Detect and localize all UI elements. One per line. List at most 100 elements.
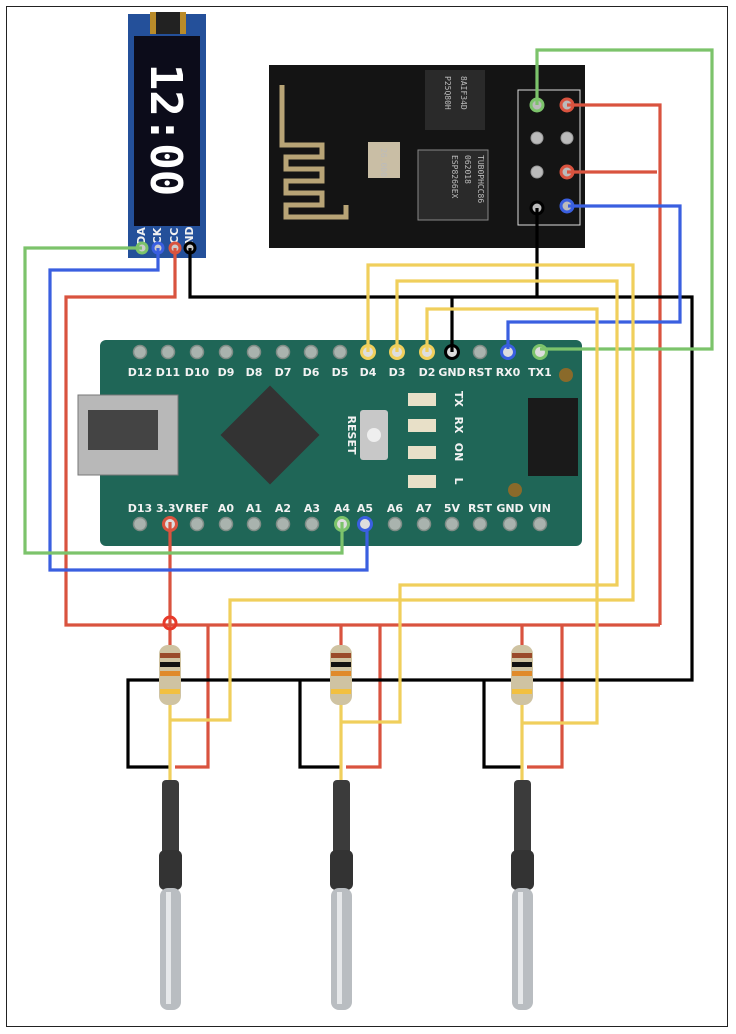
pin-top-d8[interactable]	[246, 344, 262, 360]
pin-label: D6	[303, 366, 320, 379]
diagram-frame	[6, 6, 728, 1027]
resistor-band	[331, 662, 351, 667]
soc-label-2: 062018	[463, 155, 472, 184]
pin-top-d12[interactable]	[132, 344, 148, 360]
led-rx	[408, 419, 436, 432]
pin-label: D12	[128, 366, 152, 379]
pin-label: GND	[438, 366, 465, 379]
pin-label: RX0	[496, 366, 521, 379]
pin-label: A4	[334, 502, 351, 515]
pin-top-d10[interactable]	[189, 344, 205, 360]
esp-antenna	[279, 85, 349, 220]
pin-label: D2	[419, 366, 436, 379]
icsp-header	[528, 398, 578, 476]
pin-label: A6	[387, 502, 404, 515]
pin-label: D11	[156, 366, 180, 379]
led-label: ON	[452, 443, 465, 462]
pin-bottom-a5[interactable]	[357, 516, 373, 532]
pin-bottom-a6[interactable]	[387, 516, 403, 532]
led-on	[408, 446, 436, 459]
resistor-band	[160, 662, 180, 667]
pin-label: A1	[246, 502, 262, 515]
resistor-band	[160, 689, 180, 694]
arduino-pcb	[100, 340, 582, 546]
pin-label: D10	[185, 366, 210, 379]
pin-bottom-a1[interactable]	[246, 516, 262, 532]
crystal-label: 26.000	[379, 148, 388, 177]
sensor-cable-sleeve	[333, 780, 350, 860]
pin-bottom-a0[interactable]	[218, 516, 234, 532]
soc-label-3: TUB0PHCC86	[476, 155, 485, 203]
pin-label: D9	[218, 366, 235, 379]
sensor-cable-sleeve	[514, 780, 531, 860]
pin-bottom-a7[interactable]	[416, 516, 432, 532]
led-tx	[408, 393, 436, 406]
gnd-wires	[126, 208, 694, 769]
pin-bottom-d13[interactable]	[132, 516, 148, 532]
pin-label: D5	[332, 366, 349, 379]
pin-bottom-5v[interactable]	[444, 516, 460, 532]
pin-bottom-ref[interactable]	[189, 516, 205, 532]
pin-top-d9[interactable]	[218, 344, 234, 360]
pin-label: TX1	[528, 366, 552, 379]
wires	[23, 48, 714, 780]
pin-top-d11[interactable]	[160, 344, 176, 360]
soc-label: ESP8266EX	[450, 155, 459, 199]
pin-label: A3	[304, 502, 320, 515]
pin-label: VIN	[529, 502, 551, 515]
pin-label: REF	[185, 502, 209, 515]
pin-top-d7[interactable]	[275, 344, 291, 360]
sensor-cable-sleeve	[162, 780, 179, 860]
resistor-band	[331, 653, 351, 658]
sda-tx-wires	[23, 48, 714, 555]
junction-3v3	[162, 615, 178, 631]
esp-pin[interactable]	[530, 165, 544, 179]
led-label: TX	[452, 391, 465, 408]
flash-chip-label-2: 8AIF34D	[459, 76, 468, 110]
pin-bottom-vin[interactable]	[532, 516, 548, 532]
reset-label: RESET	[345, 416, 358, 455]
oled-display-text: 12:00	[140, 64, 191, 196]
sensor-assembly	[159, 645, 182, 1010]
pin-label: D4	[360, 366, 377, 379]
resistor-band	[512, 671, 532, 676]
pin-top-rst[interactable]	[472, 344, 488, 360]
vcc-wires	[64, 103, 662, 769]
flash-chip-label: P25Q80H	[443, 76, 452, 110]
pin-label: A0	[218, 502, 235, 515]
pin-top-d5[interactable]	[332, 344, 348, 360]
pin-label: A5	[357, 502, 373, 515]
pin-bottom-rst[interactable]	[472, 516, 488, 532]
resistor-band	[331, 689, 351, 694]
pin-label: A2	[275, 502, 291, 515]
pin-bottom-gnd[interactable]	[502, 516, 518, 532]
temperature-sensors	[159, 645, 534, 1010]
led-label: RX	[452, 417, 465, 434]
crystal	[368, 142, 400, 178]
esp-pin[interactable]	[560, 131, 574, 145]
resistor-band	[160, 653, 180, 658]
pin-label: A7	[416, 502, 432, 515]
esp8266-chip	[417, 149, 489, 221]
esp-pin[interactable]	[530, 131, 544, 145]
data-wires	[168, 263, 635, 780]
led-l	[408, 475, 436, 488]
sensor-assembly	[511, 645, 534, 1010]
resistor-band	[160, 671, 180, 676]
flash-chip	[425, 70, 485, 130]
pin-label: GND	[496, 502, 523, 515]
pin-top-d6[interactable]	[303, 344, 319, 360]
pin-label: D7	[275, 366, 292, 379]
pin-label: D13	[128, 502, 152, 515]
scl-rx-wires	[48, 204, 682, 572]
resistor-band	[512, 662, 532, 667]
led-label: L	[452, 477, 465, 484]
pin-bottom-a3[interactable]	[304, 516, 320, 532]
pin-bottom-a2[interactable]	[275, 516, 291, 532]
resistor-band	[512, 689, 532, 694]
pin-label: 5V	[444, 502, 461, 515]
sensor-assembly	[330, 645, 353, 1010]
